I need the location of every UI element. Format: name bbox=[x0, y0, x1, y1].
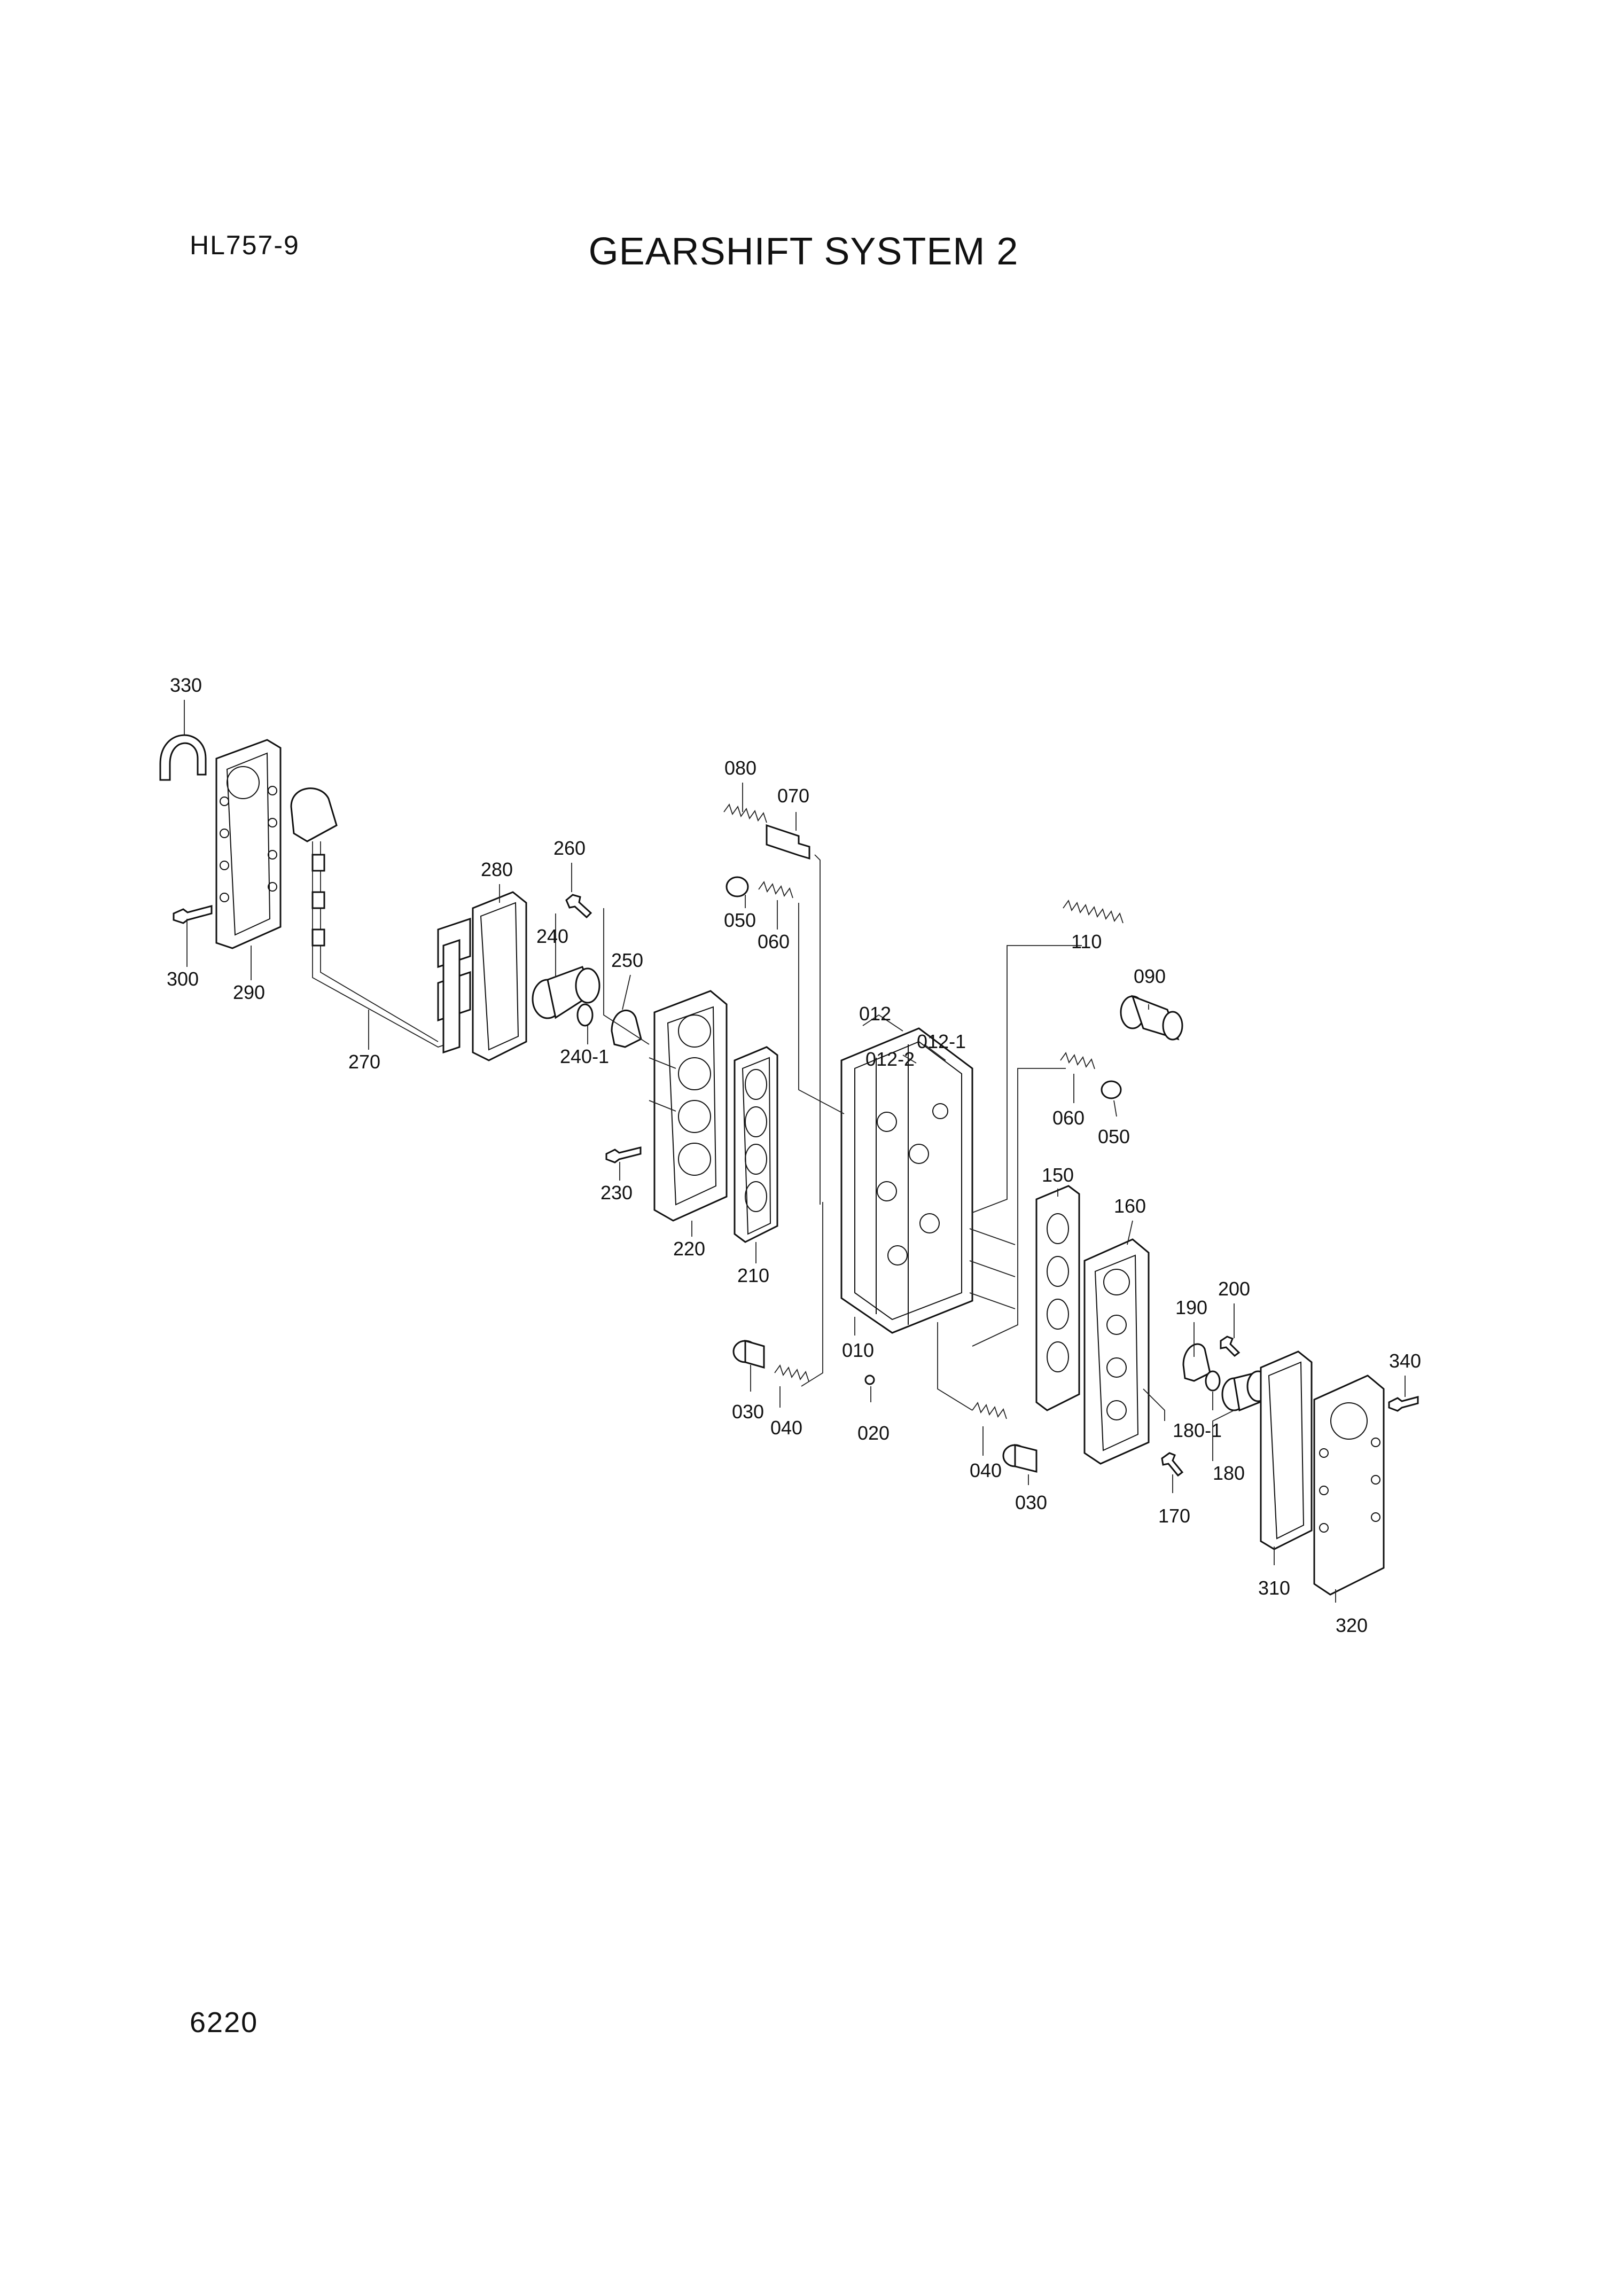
callout-labels: 330 300 290 270 280 260 240 250 240-1 23… bbox=[167, 674, 1421, 1636]
callout-012: 012 bbox=[859, 1003, 891, 1025]
callout-240: 240 bbox=[536, 925, 568, 947]
callout-030-left: 030 bbox=[732, 1401, 764, 1423]
callout-070: 070 bbox=[777, 785, 809, 807]
callout-020: 020 bbox=[857, 1422, 890, 1444]
part-050-plug bbox=[726, 876, 749, 897]
callout-290: 290 bbox=[233, 981, 265, 1003]
part-230-screw bbox=[605, 1146, 642, 1163]
part-040-spring-left bbox=[774, 1364, 809, 1382]
part-030-plug-left bbox=[732, 1340, 765, 1369]
callout-060: 060 bbox=[758, 931, 790, 952]
part-090-piston bbox=[1120, 995, 1183, 1041]
part-060-spring bbox=[758, 881, 793, 899]
part-290-cover bbox=[215, 739, 282, 949]
part-020-ball bbox=[864, 1375, 875, 1385]
part-270-harness bbox=[290, 787, 471, 1054]
callout-270: 270 bbox=[348, 1051, 380, 1073]
part-300-screw bbox=[173, 905, 213, 924]
callout-240-1: 240-1 bbox=[560, 1045, 609, 1067]
model-code: HL757-9 bbox=[190, 230, 300, 260]
part-040-spring-right bbox=[972, 1402, 1007, 1419]
callout-200: 200 bbox=[1218, 1278, 1250, 1300]
callout-160: 160 bbox=[1114, 1195, 1146, 1217]
part-010-valve-body bbox=[840, 1027, 973, 1334]
callout-190: 190 bbox=[1175, 1297, 1207, 1318]
part-210-plate bbox=[734, 1046, 778, 1243]
part-050-plug-right bbox=[1101, 1080, 1122, 1099]
part-250-bracket bbox=[611, 1009, 642, 1048]
part-340-screw bbox=[1388, 1396, 1419, 1412]
callout-180: 180 bbox=[1213, 1462, 1245, 1484]
callout-260: 260 bbox=[553, 837, 586, 859]
callout-050: 050 bbox=[724, 909, 756, 931]
part-150-gasket bbox=[1035, 1185, 1080, 1411]
part-260-screw bbox=[565, 894, 592, 919]
callout-150: 150 bbox=[1042, 1164, 1074, 1186]
part-330-clip bbox=[159, 734, 207, 781]
callout-040-right: 040 bbox=[970, 1459, 1002, 1481]
page-number: 6220 bbox=[190, 2006, 259, 2039]
part-200-screw bbox=[1220, 1336, 1241, 1357]
part-160-housing bbox=[1083, 1238, 1150, 1465]
part-220-housing bbox=[653, 990, 728, 1222]
callout-230: 230 bbox=[600, 1182, 633, 1204]
part-180-1-oring bbox=[1205, 1370, 1221, 1392]
callout-080: 080 bbox=[724, 757, 756, 779]
part-240-solenoid bbox=[532, 966, 600, 1019]
callout-280: 280 bbox=[481, 858, 513, 880]
part-190-bracket bbox=[1182, 1343, 1211, 1382]
callout-250: 250 bbox=[611, 949, 643, 971]
callout-060-right: 060 bbox=[1052, 1107, 1085, 1129]
callout-180-1: 180-1 bbox=[1173, 1419, 1222, 1441]
part-070-piston bbox=[766, 824, 810, 860]
part-170-screw bbox=[1161, 1452, 1184, 1477]
callout-320: 320 bbox=[1336, 1614, 1368, 1636]
callout-030-right: 030 bbox=[1015, 1491, 1047, 1513]
callout-012-1: 012-1 bbox=[917, 1030, 966, 1052]
part-240-1-oring bbox=[576, 1003, 594, 1027]
part-320-cover bbox=[1313, 1375, 1385, 1596]
callout-340: 340 bbox=[1389, 1350, 1421, 1372]
part-060-spring-right bbox=[1060, 1052, 1095, 1069]
callout-170: 170 bbox=[1158, 1505, 1190, 1527]
part-030-plug-right bbox=[1002, 1444, 1037, 1473]
callout-040-left: 040 bbox=[770, 1417, 802, 1439]
callout-012-2: 012-2 bbox=[865, 1048, 915, 1070]
part-110-spring bbox=[1063, 900, 1124, 924]
callout-220: 220 bbox=[673, 1238, 705, 1260]
callout-010: 010 bbox=[842, 1339, 874, 1361]
callout-330: 330 bbox=[170, 674, 202, 696]
callout-310: 310 bbox=[1258, 1577, 1290, 1599]
part-310-gasket bbox=[1260, 1350, 1313, 1550]
callout-110: 110 bbox=[1071, 931, 1102, 952]
part-080-spring bbox=[723, 803, 767, 823]
callout-300: 300 bbox=[167, 968, 199, 990]
page-title: GEARSHIFT SYSTEM 2 bbox=[588, 230, 1019, 273]
callout-210: 210 bbox=[737, 1264, 769, 1286]
callout-050-right: 050 bbox=[1098, 1126, 1130, 1147]
leader-lines bbox=[184, 700, 1406, 1603]
callout-090: 090 bbox=[1134, 965, 1166, 987]
part-280-gasket bbox=[472, 891, 527, 1061]
